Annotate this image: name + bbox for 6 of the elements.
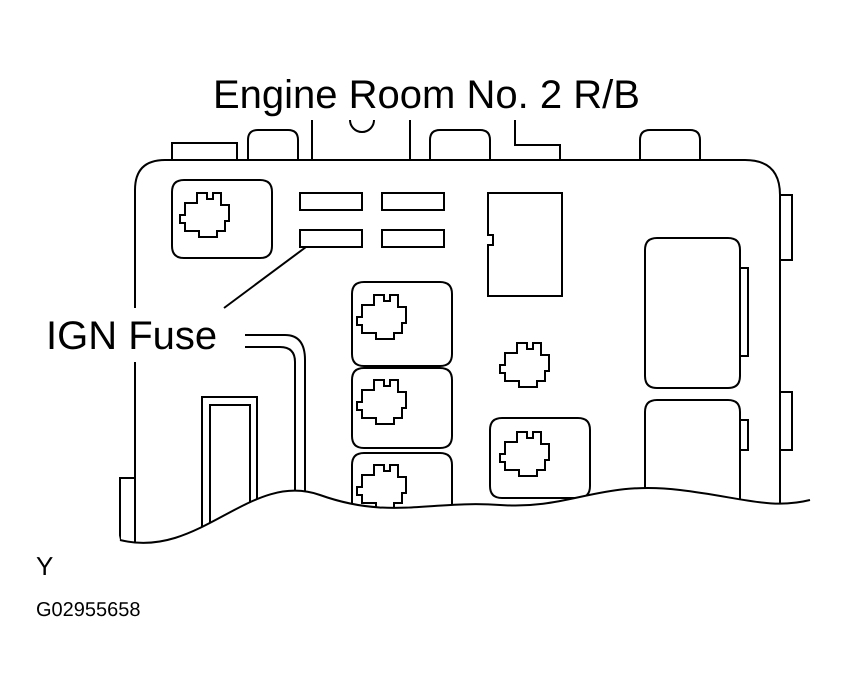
diagram-title: Engine Room No. 2 R/B xyxy=(213,75,640,115)
leader-line xyxy=(223,246,307,309)
fuse xyxy=(299,229,363,248)
view-label: Y xyxy=(36,553,54,579)
figure-code: G02955658 xyxy=(36,600,141,620)
callout-label: IGN Fuse xyxy=(46,316,218,356)
